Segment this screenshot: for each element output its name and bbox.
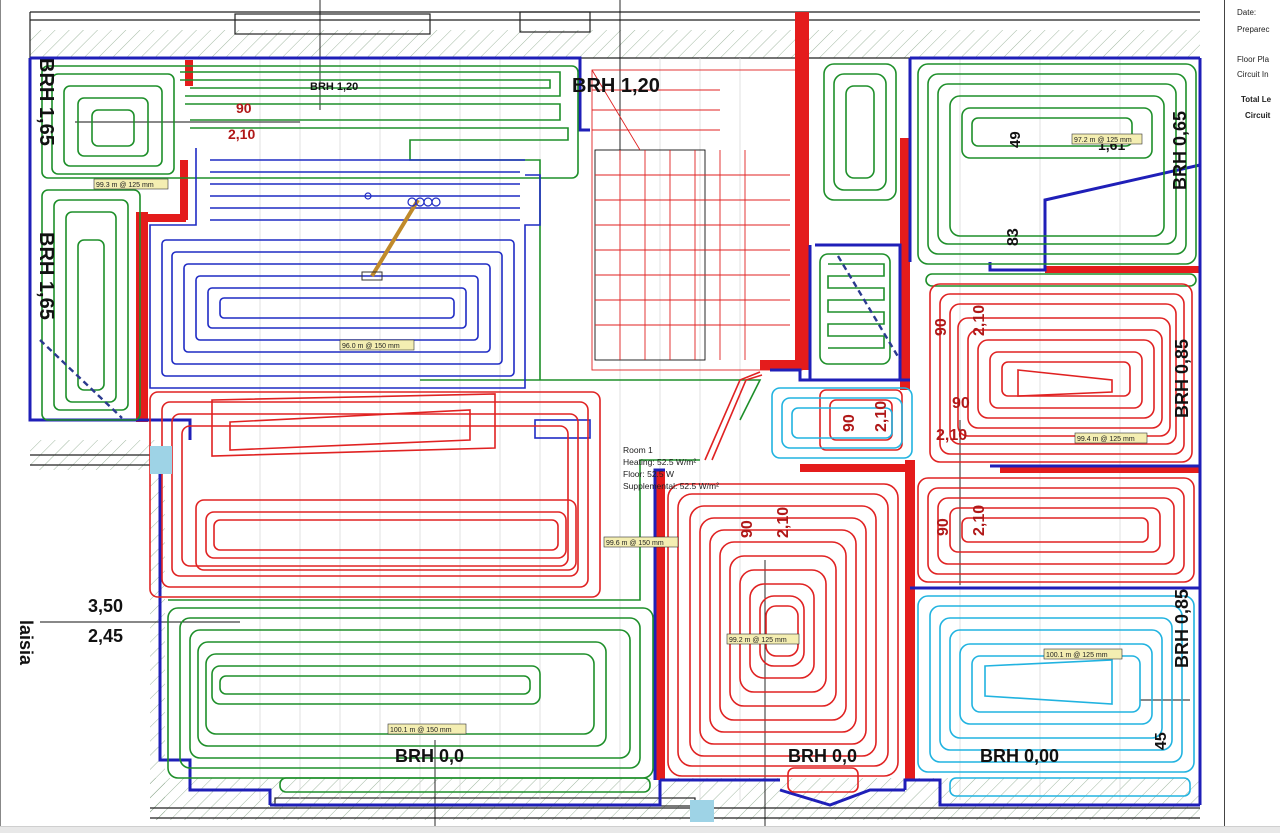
dim-49: 49 [1007,131,1024,148]
exterior-wall-top [30,30,1200,58]
dim-350: 3,50 [88,596,123,616]
height-label-right-top: BRH 0,65 [1170,111,1190,190]
svg-text:99.3 m @ 125 mm: 99.3 m @ 125 mm [96,182,154,189]
dim-210-r3: 2,10 [936,427,967,444]
total-length-label: Total Le [1241,95,1272,104]
circuit-tag-5[interactable]: 99.6 m @ 150 mm [603,536,679,548]
circuit-tag-3[interactable]: 97.2 m @ 125 mm [1071,133,1143,145]
prepared-label: Preparec [1237,25,1270,34]
circuit-tag-2[interactable]: 96.0 m @ 150 mm [339,339,415,351]
red-circuit-left [149,391,601,598]
floor-plan-canvas[interactable]: BRH 1,20 BRH 1,20 BRH 1,65 BRH 1,65 BRH … [0,0,1224,826]
svg-text:99.4 m @ 125 mm: 99.4 m @ 125 mm [1077,436,1135,443]
circuit-tag-1[interactable]: 99.3 m @ 125 mm [93,178,169,190]
dim-90-r4: 90 [935,518,952,536]
height-label-top-stair: BRH 1,20 [572,75,660,97]
dim-90-r3: 90 [952,395,970,412]
svg-text:96.0 m @ 150 mm: 96.0 m @ 150 mm [342,343,400,350]
dim-210-r2: 2,10 [873,401,890,432]
svg-text:97.2 m @ 125 mm: 97.2 m @ 125 mm [1074,137,1132,144]
circuit-label: Circuit [1245,111,1271,120]
exterior-wall-bottom [150,778,1200,820]
room-floor: Floor: 52.5 W [623,469,674,479]
red-circuit-middle-room [667,371,899,793]
height-label-bottom-mid: BRH 0,0 [788,746,857,766]
svg-text:99.6 m @ 150 mm: 99.6 m @ 150 mm [606,540,664,547]
room-info-block[interactable]: Room 1 Heating: 52.5 W/m² Floor: 52.5 W … [623,445,719,491]
height-label-right-mid: BRH 0,85 [1172,339,1192,418]
dim-83: 83 [1005,228,1022,246]
manifold-bar [370,198,420,278]
dim-90-r2: 90 [841,414,858,432]
room-heating: Heating: 52.5 W/m² [623,457,696,467]
dim-245: 2,45 [88,626,123,646]
height-label-bottom-left: BRH 0,0 [395,746,464,766]
svg-text:100.1 m @ 150 mm: 100.1 m @ 150 mm [390,727,452,734]
circuit-tag-8[interactable]: 100.1 m @ 150 mm [387,723,467,735]
manifold-connectors [364,192,441,207]
circuit-info-label: Circuit In [1237,70,1269,79]
height-label-left-mid: BRH 1,65 [35,232,57,320]
left-rule [0,0,1,832]
height-label-bottom-right: BRH 0,00 [980,746,1059,766]
dim-90-top: 90 [236,100,252,116]
dim-90-r5: 90 [739,520,756,538]
dim-210-r1: 2,10 [971,305,988,336]
room-supplemental: Supplemental: 52.5 W/m² [623,481,719,491]
dim-210-top: 2,10 [228,126,255,142]
column-marker-2 [690,800,714,822]
height-label-left-top: BRH 1,65 [35,58,57,146]
room-outlines [28,56,1202,807]
dim-90-r1: 90 [933,318,950,336]
height-label-right-low: BRH 0,85 [1172,589,1192,668]
bottom-scroll-strip[interactable] [0,826,1280,833]
interior-walls-red [136,12,1200,780]
height-label-top-small: BRH 1,20 [310,81,358,93]
svg-text:99.2 m @ 125 mm: 99.2 m @ 125 mm [729,637,787,644]
room-name: Room 1 [623,445,653,455]
circuit-tag-7[interactable]: 100.1 m @ 125 mm [1043,648,1123,660]
floor-plan-label: Floor Pla [1237,55,1270,64]
green-circuit-top-left [41,65,579,421]
date-label: Date: [1237,8,1257,17]
dim-45: 45 [1153,732,1170,750]
circuit-tag-6[interactable]: 99.2 m @ 125 mm [726,633,800,645]
green-circuit-right-top [819,63,1197,365]
column-marker-1 [150,446,172,474]
section-lines [40,0,1190,826]
svg-text:100.1 m @ 125 mm: 100.1 m @ 125 mm [1046,652,1108,659]
title-block-panel: Date: Preparec Floor Pla Circuit In Tota… [1224,0,1280,832]
stairwell [591,69,803,371]
side-text-fragment: laisia [16,620,36,666]
manifold-lines [39,255,902,419]
blue-circuit-middle [149,148,591,439]
dim-210-r5: 2,10 [775,507,792,538]
circuit-tag-4[interactable]: 99.4 m @ 125 mm [1074,432,1148,444]
dim-210-r4: 2,10 [971,505,988,536]
red-circuit-right [819,283,1195,583]
manifold-box [361,271,383,281]
